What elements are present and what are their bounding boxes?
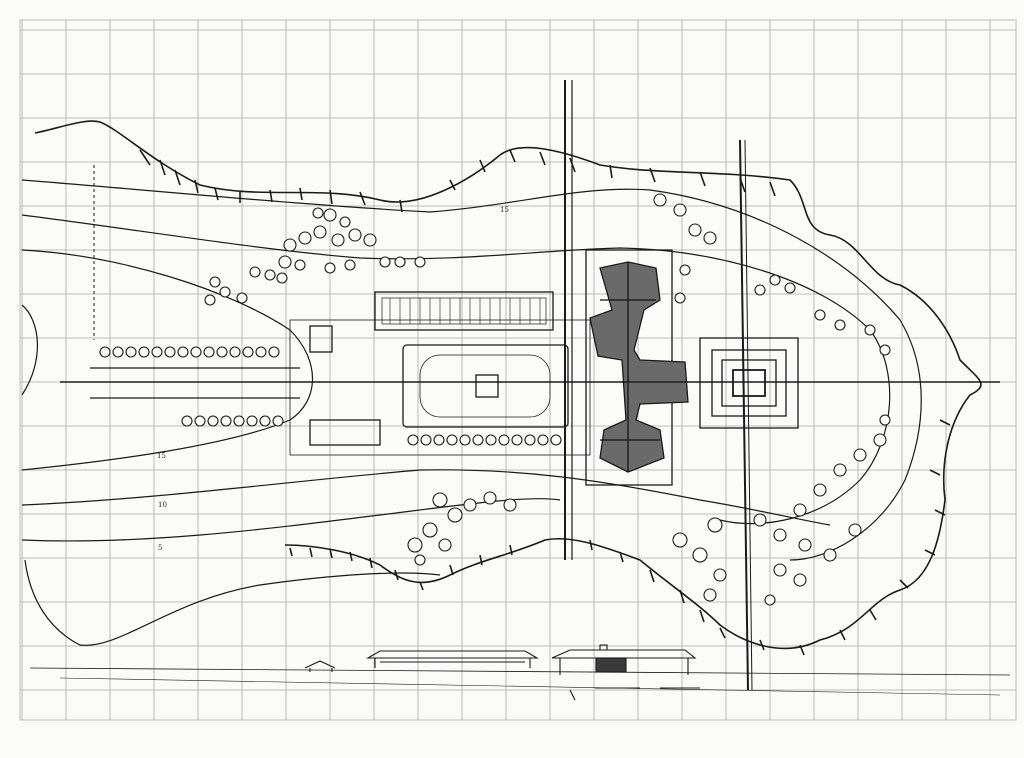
drawing-border [19,19,1017,721]
west-pavilion-south [309,419,381,446]
contour-label-2: 15 [157,452,166,460]
contour-label-1: 15 [500,206,509,214]
north-shore-edge [34,120,982,650]
east-court-center [732,369,766,397]
contour-line-7 [24,559,441,646]
tree-clusters [99,193,891,606]
central-fountain [475,374,499,398]
south-shore-cliff [289,419,951,656]
hedge-row-south [181,415,284,427]
tree-cluster-southeast [672,414,891,606]
contour-line-1 [21,179,922,561]
east-court-mid [711,349,787,417]
contour-lines [21,179,922,646]
main-house-roof [589,261,689,473]
forecourt-inner [419,354,551,418]
elevation-main-house-dark [595,657,627,673]
terrace-outline [289,319,591,456]
elevation-west-wing [365,650,540,668]
contour-line-2 [21,214,891,525]
hedge-row-lower [407,434,562,446]
contour-line-5 [21,469,831,526]
north-wing-building [374,291,554,331]
tree-cluster-north [278,207,426,274]
building-complex [289,249,799,486]
contour-label-4: 5 [158,544,162,552]
tree-cluster-south [407,491,517,566]
north-wing-hatching [389,298,541,324]
ground-line-2 [59,677,1001,696]
tree-cluster-west [204,266,288,306]
survey-line-east-a [739,139,749,691]
contour-line-3 [21,249,313,471]
hedge-row-north [99,346,280,358]
tree-cluster-east [653,193,891,356]
contour-line-4 [21,304,39,396]
west-pavilion-north [309,325,333,353]
contour-labels: 15 15 10 5 [157,206,509,552]
north-wing-inner [381,297,547,325]
ground-line [29,667,1011,676]
elevation-small-pavilion [304,660,336,672]
elevation-sketch [29,644,1011,701]
elevation-terrace [569,687,700,701]
graph-paper-grid [20,20,1016,720]
contour-label-3: 10 [158,501,167,509]
east-court-outer [699,337,799,429]
shoreline [34,120,982,656]
forecourt [402,344,569,428]
north-shore-cliff [139,149,776,213]
elevation-main-house [551,644,697,675]
survey-line-east-b [744,139,753,691]
east-court-inner [721,359,777,407]
